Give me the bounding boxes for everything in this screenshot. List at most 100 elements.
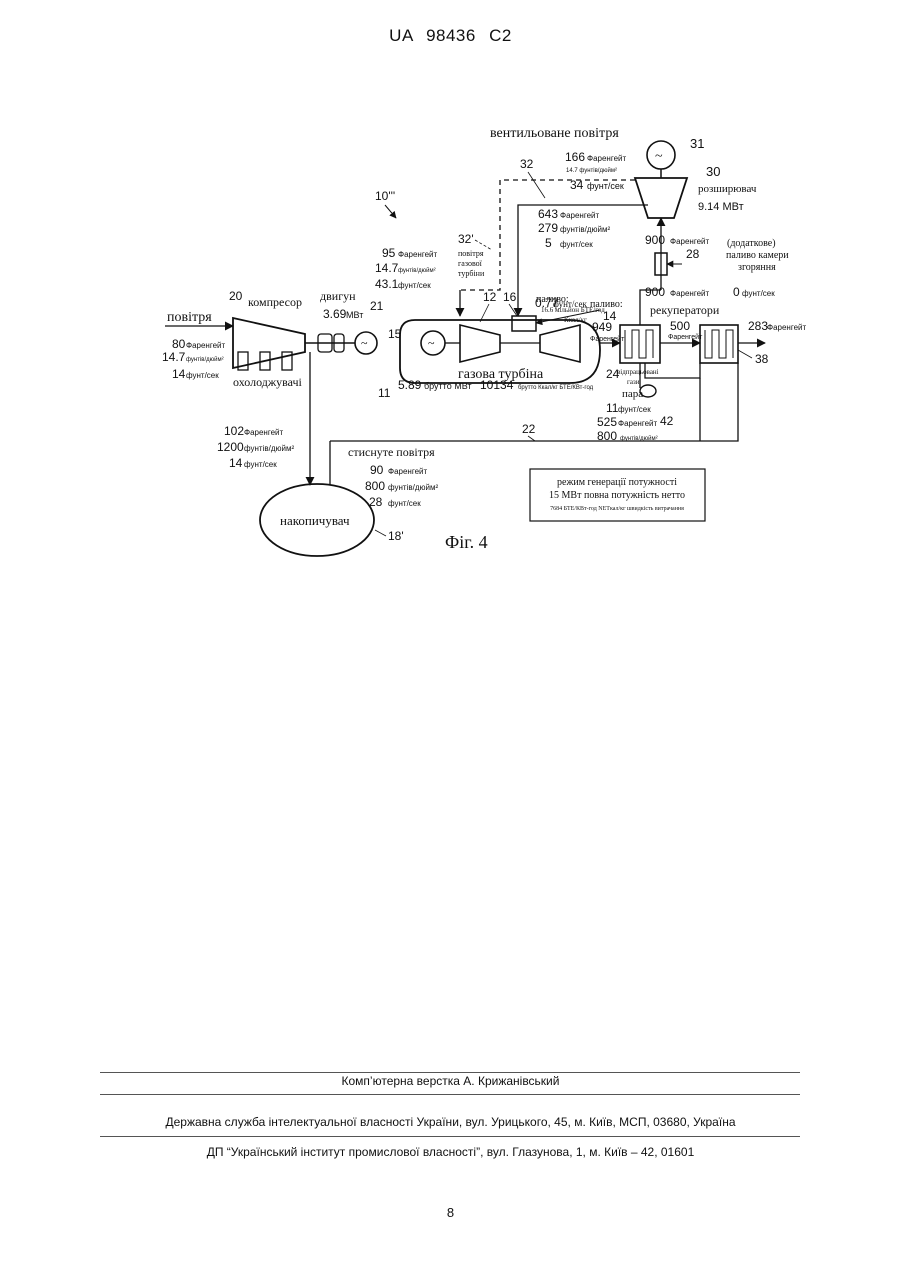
motor-power-unit: МВт (346, 310, 363, 320)
expander-symbol (635, 178, 687, 218)
coolers-label: охолоджувачі (233, 375, 303, 389)
recuperator-1 (620, 325, 660, 363)
recup-temp-val: 900 (645, 285, 665, 299)
exhaust-gas-2: гази (627, 378, 640, 386)
comb-temp-unit: Фаренгейт (670, 237, 710, 246)
recuperators-label: рекуператори (650, 303, 720, 317)
storage-label: накопичувач (280, 513, 350, 528)
stor-press-val: 800 (365, 479, 385, 493)
expander-exhaust-line (460, 180, 635, 290)
mode-line-3: 7684 БТЕ/КВт-год NETкал/кг швидкість вит… (550, 506, 684, 512)
gross-power-val: 5.89 (398, 378, 422, 392)
vent-flow-val: 5 (545, 236, 552, 250)
gt-air-press-val: 14.7 (375, 261, 399, 275)
ref-30: 30 (706, 164, 720, 179)
stor-press-unit: фунтів/дюйм² (388, 483, 438, 492)
exhaust-gas-1: відпрацьовані (617, 368, 659, 376)
extra-fuel-3: згоряння (738, 262, 776, 273)
compressor-label: компресор (248, 295, 302, 309)
air-in-flow-unit: фунт/сек (186, 371, 219, 380)
ref-15: 15 (388, 327, 402, 341)
stor-flow-unit: фунт/сек (388, 499, 421, 508)
air-in-press-unit: фунтів/дюйм² (186, 356, 224, 363)
footer-office-address: Державна служба інтелектуальної власност… (0, 1115, 901, 1129)
figure-caption: Фіг. 4 (445, 532, 488, 552)
compressor-symbol (233, 318, 305, 368)
fuel-flow-unit: фунт/сек (553, 299, 587, 309)
compressed-air-label: стиснуте повітря (348, 445, 435, 459)
gross-power-unit: брутто МВт (424, 381, 472, 391)
expander-label: розширювач (698, 183, 757, 195)
ref-21: 21 (370, 299, 384, 313)
out-temp-unit: Фаренгейт (767, 323, 807, 332)
exhaust-temp-val: 166 (565, 150, 585, 164)
comb-temp-val: 900 (645, 233, 665, 247)
figure-4-schematic: вентильоване повітря ~ 31 30 розширювач … (0, 0, 901, 600)
gt-air-temp-unit: Фаренгейт (398, 250, 438, 259)
ref-38-leader (738, 350, 752, 358)
ref-32p: 32' (458, 232, 474, 246)
motor-tilde-icon: ~ (361, 336, 368, 350)
motor-power-val: 3.69 (323, 307, 347, 321)
comp-out-flow-val: 14 (229, 456, 243, 470)
ref-12: 12 (483, 290, 497, 304)
gt-air-label-2: газової (458, 259, 483, 268)
air-in-temp-val: 80 (172, 337, 186, 351)
gt-air-label-3: турбіни (458, 269, 485, 278)
ref-32: 32 (520, 157, 534, 171)
recuperator-2-coil (705, 330, 733, 358)
ref-38: 38 (755, 352, 769, 366)
expander-power: 9.14 МВт (698, 201, 744, 213)
comp-out-temp-val: 102 (224, 424, 244, 438)
steam-flow-val: 11 (606, 401, 619, 415)
comp-out-press-unit: фунтів/дюйм² (244, 444, 294, 453)
ref-31: 31 (690, 136, 704, 151)
mid-temp-val: 500 (670, 319, 690, 333)
ref-11: 11 (378, 386, 391, 400)
ref-10: 10''' (375, 189, 395, 203)
mode-line-1: режим генерації потужності (557, 477, 677, 488)
air-in-flow-val: 14 (172, 367, 186, 381)
mid-temp-unit: Фаренгейт (668, 333, 703, 341)
footer-divider-1 (100, 1072, 800, 1073)
gt-air-flow-val: 43.1 (375, 277, 399, 291)
gt-compressor-symbol (460, 325, 500, 362)
footer-institute-address: ДП “Український інститут промислової вла… (0, 1145, 901, 1159)
vent-press-unit: фунтів/дюйм² (560, 225, 610, 234)
out-temp-val: 283 (748, 319, 768, 333)
steam-temp-val: 525 (597, 415, 617, 429)
gt-air-temp-val: 95 (382, 246, 396, 260)
heat-rate-unit: брутто Ккал/кг БТЕ/КВт-год (518, 385, 594, 391)
air-in-label: повітря (167, 310, 212, 325)
extra-fuel-1: (додаткове) (727, 238, 776, 249)
exhaust-press: 14.7 фунтів/дюйм² (566, 167, 617, 174)
gt-air-press-unit: фунтів/дюйм² (398, 267, 436, 274)
comp-out-temp-unit: Фаренгейт (244, 428, 284, 437)
mode-line-2: 15 МВт повна потужність нетто (549, 490, 685, 501)
recup-flow-val: 0 (733, 285, 740, 299)
exhaust-temp-unit: Фаренгейт (587, 154, 627, 163)
gt-turbine-symbol (540, 325, 580, 362)
air-in-press-val: 14.7 (162, 350, 186, 364)
ref-28: 28 (686, 247, 700, 261)
footer-divider-3 (100, 1136, 800, 1137)
ref-32-leader (528, 172, 545, 198)
comp-out-press-val: 1200 (217, 440, 244, 454)
motor-label: двигун (320, 289, 356, 303)
stor-temp-val: 90 (370, 463, 384, 477)
vent-temp-val: 643 (538, 207, 558, 221)
exhaust-flow-val: 34 (570, 178, 584, 192)
ref-18: 18' (388, 529, 404, 543)
gt-exh-temp-val: 949 (592, 320, 612, 334)
gt-air-flow-unit: фунт/сек (398, 281, 431, 290)
gt-air-label-1: повітря (458, 249, 484, 258)
air-in-temp-unit: Фаренгейт (186, 341, 226, 350)
stor-temp-unit: Фаренгейт (388, 467, 428, 476)
ref-10-arrow (385, 205, 396, 218)
ref-22-leader (528, 436, 535, 441)
ref-18-leader (375, 530, 386, 536)
exhaust-flow-unit: фунт/сек (587, 181, 624, 191)
recup-temp-unit: Фаренгейт (670, 289, 710, 298)
steam-label: пара (622, 388, 643, 400)
vent-flow-unit: фунт/сек (560, 240, 593, 249)
